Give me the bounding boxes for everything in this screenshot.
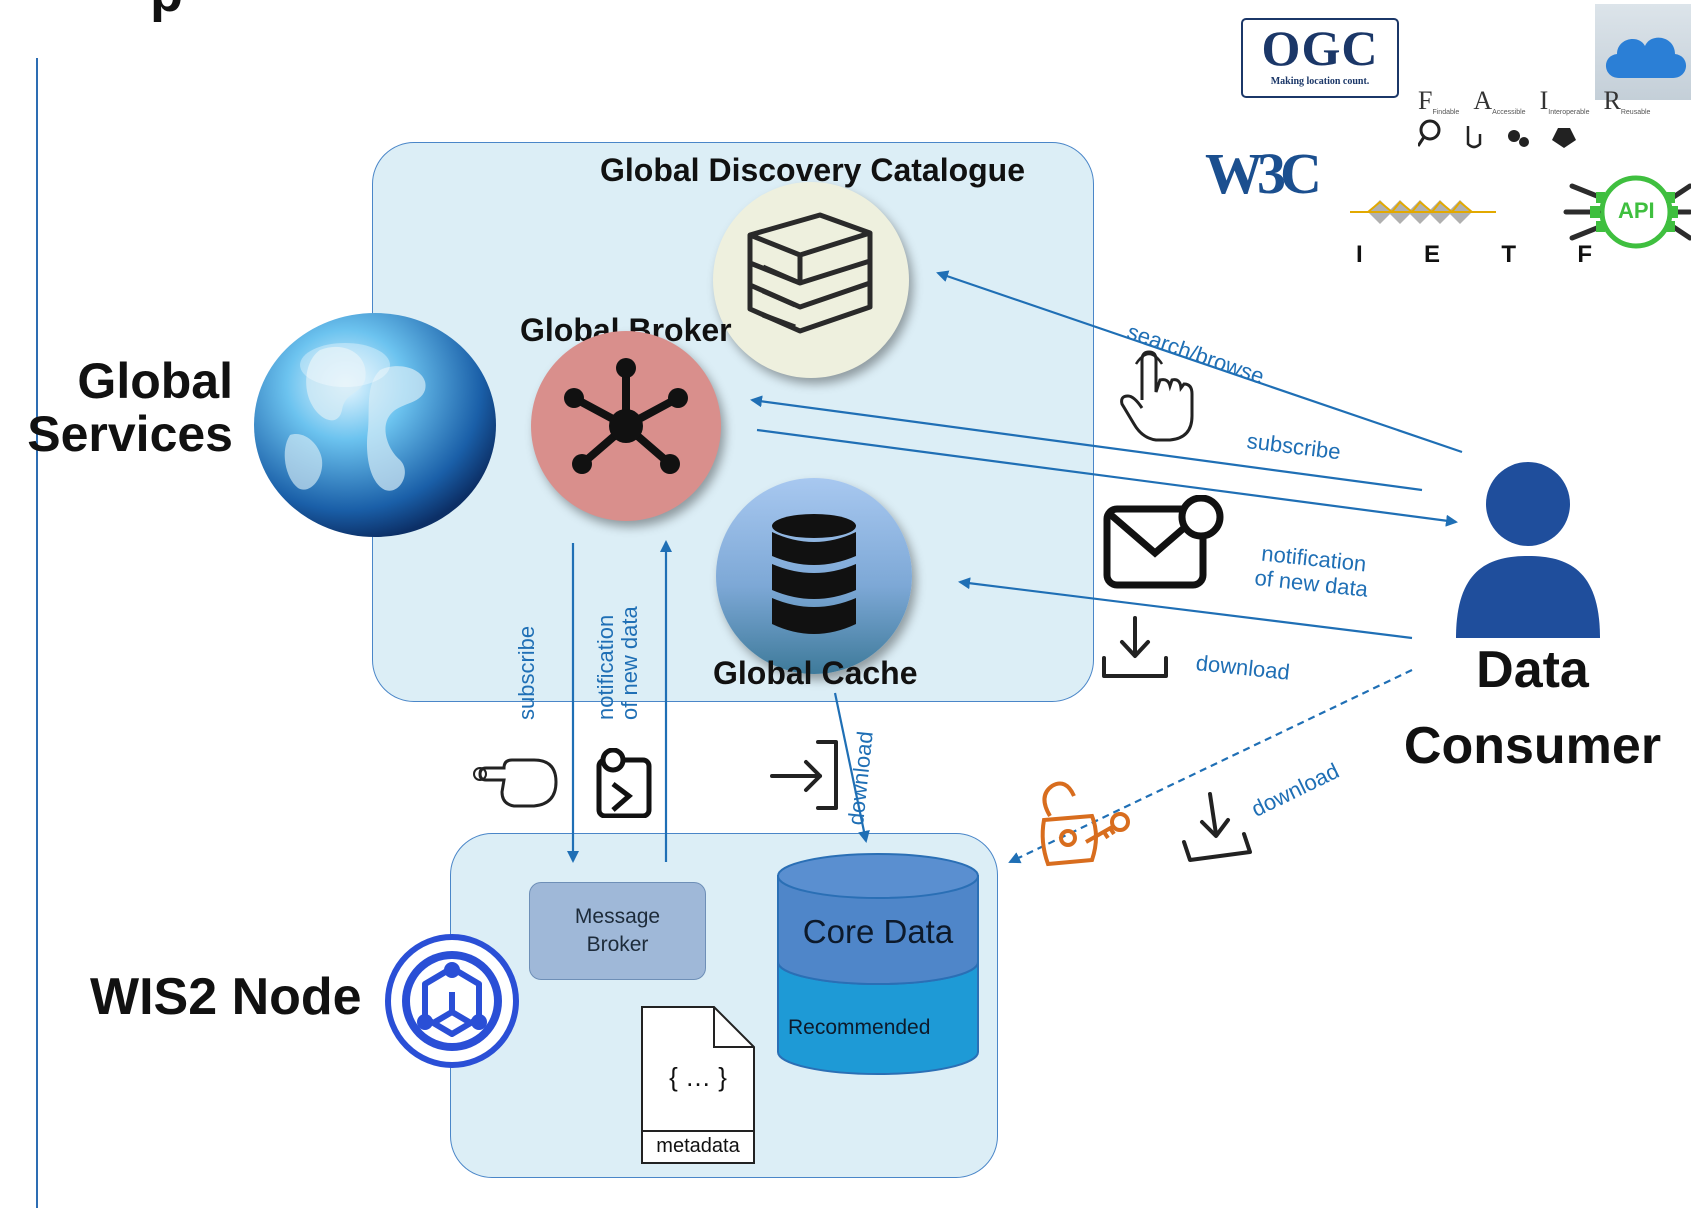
core-data-label: Core Data xyxy=(802,913,954,950)
metadata-label: metadata xyxy=(656,1135,740,1157)
download-tray-icon xyxy=(1102,616,1168,678)
data-consumer-line1: Data xyxy=(1476,641,1589,699)
fair-word-a: Accessible xyxy=(1492,109,1526,116)
cloud-shape-icon xyxy=(1605,37,1687,78)
data-consumer-label: Data Consumer xyxy=(1394,632,1671,784)
fair-letter-r: R xyxy=(1603,86,1621,115)
pointer-hand-icon xyxy=(1120,350,1194,442)
global-services-line2: Services xyxy=(27,405,233,462)
message-broker-line2: Broker xyxy=(586,933,649,956)
subscribe-arrow xyxy=(750,395,1423,492)
ietf-diamond-pattern xyxy=(1350,200,1496,224)
w3c-logo: W3C xyxy=(1205,141,1322,206)
fair-word-r: Reusable xyxy=(1620,109,1651,116)
global-services-line1: Global xyxy=(77,353,233,409)
search-arrow xyxy=(936,270,1463,454)
fair-letter-i: I xyxy=(1539,86,1549,115)
wis2-logo-icon xyxy=(385,934,519,1068)
message-broker: Message Broker xyxy=(529,882,706,980)
fair-letter-f: F xyxy=(1418,86,1433,115)
core-data-cylinder xyxy=(777,853,979,1075)
global-services-label: Global Services xyxy=(18,355,233,460)
notification-arrow xyxy=(756,428,1458,527)
node-notification-line2: of new data xyxy=(617,606,643,720)
login-arrow-icon xyxy=(770,740,838,810)
touch-hand-icon xyxy=(473,758,558,808)
fair-icons xyxy=(1416,119,1576,149)
direct-download-arrow xyxy=(1008,669,1413,864)
download-tray-icon-2 xyxy=(1182,792,1252,862)
database-icon xyxy=(772,514,856,634)
left-divider xyxy=(36,58,38,1208)
api-plugs-icon xyxy=(1563,175,1691,249)
fair-letter-a: A xyxy=(1473,86,1493,115)
fair-word-f: Findable xyxy=(1432,109,1460,116)
node-notification-line1: notification xyxy=(593,614,618,720)
envelope-notification-icon xyxy=(1103,495,1224,589)
user-icon xyxy=(1456,462,1600,638)
data-consumer-line2: Consumer xyxy=(1403,717,1662,775)
metadata-document-icon xyxy=(641,1006,755,1164)
download-arrow xyxy=(958,577,1413,640)
cloud-icon xyxy=(1595,4,1691,100)
ogc-logo-tagline: Making location count. xyxy=(1270,76,1370,87)
node-notification-label: notification of new data xyxy=(593,600,643,720)
api-logo-text: API xyxy=(1618,198,1655,223)
ietf-logo: I E T F xyxy=(1348,188,1592,272)
message-broker-line1: Message xyxy=(574,904,661,928)
recommended-label: Recommended xyxy=(788,1016,931,1039)
cache-download-arrow xyxy=(833,692,870,843)
ogc-logo: OGC Making location count. xyxy=(1241,18,1399,98)
ogc-logo-text: OGC xyxy=(1261,20,1379,76)
api-logo: API xyxy=(1562,168,1691,256)
metadata-symbol: { … } xyxy=(669,1062,727,1092)
globe-icon xyxy=(254,313,496,537)
global-cache-title: Global Cache xyxy=(713,655,918,691)
notification-device-icon xyxy=(596,748,652,818)
wis2-node-label: WIS2 Node xyxy=(90,968,362,1026)
fair-word-i: Interoperable xyxy=(1548,109,1590,116)
network-hub-icon xyxy=(564,358,688,474)
node-subscribe-label: subscribe xyxy=(514,625,539,720)
books-icon xyxy=(747,212,873,334)
partial-title: p xyxy=(150,0,183,24)
unlocked-padlock-icon xyxy=(1040,781,1130,867)
